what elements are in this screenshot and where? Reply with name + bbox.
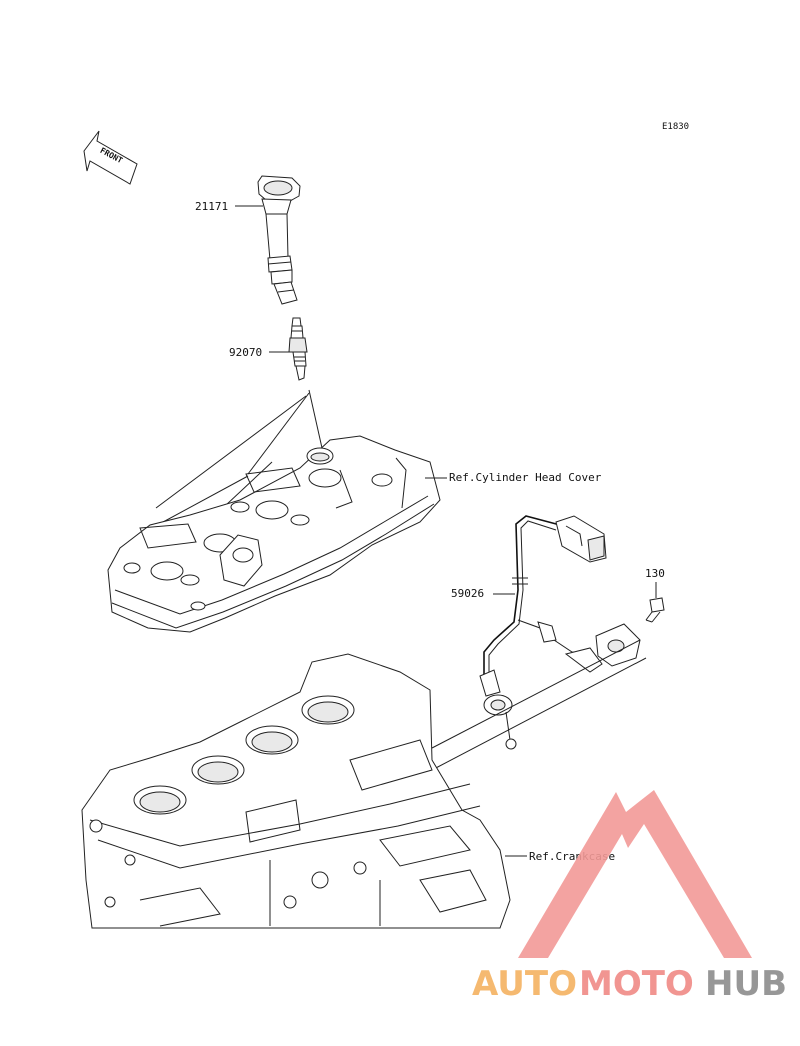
part-number-130: 130 [645,567,665,580]
front-arrow-icon: FRONT [83,130,138,185]
sensor-harness-59026 [479,515,641,750]
watermark-auto: AUTO [472,964,577,1004]
automotohub-watermark: AUTO MOTO HUB [472,790,787,1004]
part-number-59026: 59026 [451,587,484,600]
watermark-moto: MOTO [579,964,694,1004]
watermark-hub: HUB [705,964,787,1004]
diagram-code: E1830 [662,122,689,132]
crankcase [81,639,647,929]
part-number-21171: 21171 [195,200,228,213]
part-number-92070: 92070 [229,346,262,359]
cylinder-head-cover [107,435,441,633]
bolt-130 [645,597,665,623]
ref-cylinder-head-cover: Ref.Cylinder Head Cover [449,471,602,484]
watermark-triangle-icon [518,790,752,958]
spark-plug-92070 [288,317,308,381]
ignition-coil-21171 [257,175,301,305]
